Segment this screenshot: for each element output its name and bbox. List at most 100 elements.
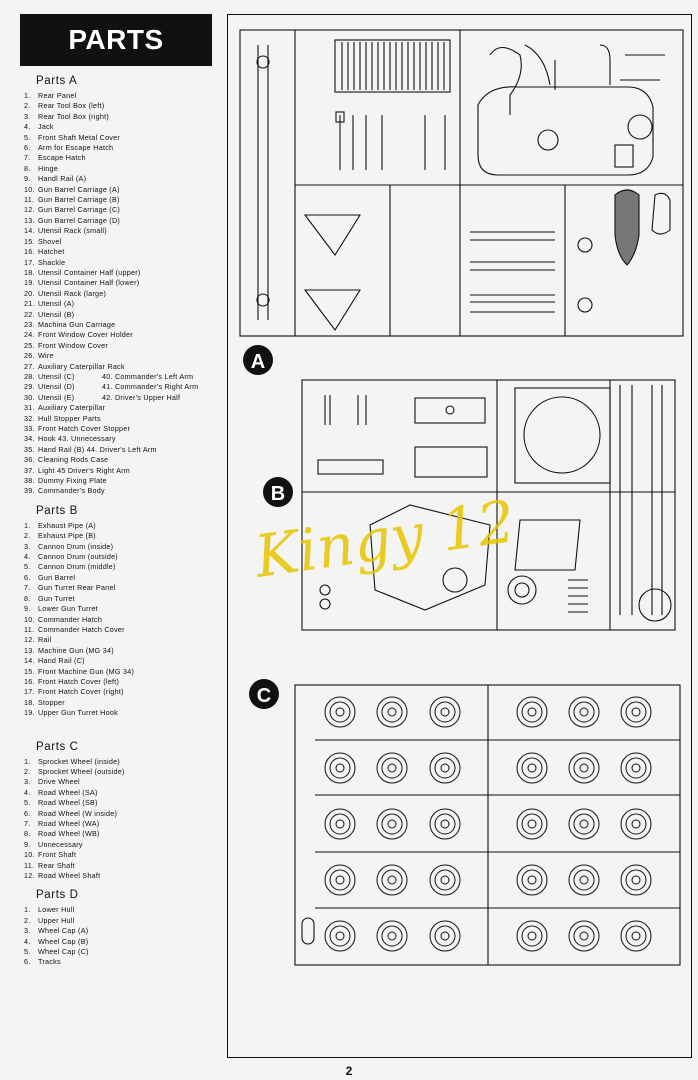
part-list-item: 32.Hull Stopper Parts [24, 414, 234, 424]
road-wheel-part [521, 757, 543, 779]
road-wheel-part [329, 701, 351, 723]
part-name: Hull Stopper Parts [38, 413, 101, 423]
part-number: 18. [24, 697, 35, 707]
road-wheel-part [620, 808, 652, 840]
road-wheel-part [579, 707, 589, 717]
part-name: Rail [38, 635, 52, 645]
road-wheel-part [573, 701, 595, 723]
part-number: 5. [24, 132, 31, 142]
part-number: 5. [24, 798, 31, 808]
part-list-item: 3.Rear Tool Box (right) [24, 112, 234, 122]
part-name: Escape Hatch [38, 153, 86, 163]
road-wheel-part [516, 752, 548, 784]
part-number: 11. [24, 624, 35, 634]
part-number: 24. [24, 330, 35, 340]
part-list-item: 17.Shackle [24, 258, 234, 268]
part-list-item: 4.Cannon Drum (outside) [24, 552, 234, 562]
part-number: 19. [24, 708, 35, 718]
part-list-item: 6.Arm for Escape Hatch [24, 143, 234, 153]
road-wheel-part [440, 707, 450, 717]
parts-title: PARTS [68, 24, 164, 55]
part-number: 1. [24, 91, 31, 100]
road-wheel-part [335, 707, 345, 717]
road-wheel-part [620, 696, 652, 728]
part-name: Utensil Container Half (upper) [38, 267, 141, 277]
road-wheel-part [568, 752, 600, 784]
road-wheel-part [324, 864, 356, 896]
part-list-item: 9.Handl Rail (A) [24, 174, 234, 184]
part-list-item: 7.Road Wheel (WA) [24, 819, 234, 829]
part-number: 31. [24, 403, 35, 413]
part-name: Road Wheel (SB) [38, 798, 98, 808]
part-name: Front Shaft [38, 850, 77, 860]
road-wheel-part [434, 813, 456, 835]
lower-turret-part [369, 504, 491, 611]
road-wheel-part [568, 920, 600, 952]
part-number: 32. [24, 413, 35, 423]
road-wheel-part [387, 707, 397, 717]
part-number: 9. [24, 174, 31, 184]
part-name: Stopper [38, 697, 65, 707]
part-number: 4. [24, 936, 31, 946]
part-list-item: 8.Hinge [24, 164, 234, 174]
road-wheel-part [376, 920, 408, 952]
svg-text:B: B [271, 483, 285, 505]
part-number: 8. [24, 163, 31, 173]
road-wheel-part [429, 920, 461, 952]
part-list-item: 39.Commander's Body [24, 486, 234, 496]
road-wheel-part [335, 931, 345, 941]
road-wheel-part [335, 819, 345, 829]
part-list-item: 4.Wheel Cap (B) [24, 937, 234, 947]
road-wheel-part [620, 920, 652, 952]
road-wheel-part [329, 925, 351, 947]
part-number: 10. [24, 184, 35, 194]
road-wheel-part [335, 875, 345, 885]
part-list-item: 1.Rear Panel [24, 91, 234, 101]
part-number: 9. [24, 839, 31, 849]
part-number: 4. [24, 787, 31, 797]
part-name: Utensil Container Half (lower) [38, 278, 140, 288]
part-name: Sprocket Wheel (outside) [38, 766, 125, 776]
road-wheel-part [521, 813, 543, 835]
part-number: 27. [24, 361, 35, 371]
part-name: Commander's Body [38, 486, 105, 496]
part-number: 11. [24, 860, 35, 870]
part-number: 17. [24, 687, 35, 697]
road-wheel-part [527, 931, 537, 941]
part-number: 28. [24, 371, 35, 381]
part-number: 3. [24, 111, 31, 121]
part-number: 38. [24, 476, 35, 486]
part-list-item: 13.Gun Barrel Carriage (D) [24, 216, 234, 226]
part-name: Wheel Cap (C) [38, 947, 89, 957]
part-list-item: 13.Machine Gun (MG 34) [24, 646, 234, 656]
part-number: 4. [24, 122, 31, 132]
part-name: Wire [38, 351, 54, 361]
part-list-item: 7.Gun Turret Rear Panel [24, 583, 234, 593]
road-wheel-part [376, 696, 408, 728]
part-number: 6. [24, 572, 31, 582]
part-list-item: 3.Wheel Cap (A) [24, 926, 234, 936]
part-number: 7. [24, 819, 31, 828]
part-name: Jack [38, 122, 54, 132]
part-number: 16. [24, 676, 35, 686]
part-name: Utensil (B) [38, 309, 75, 319]
road-wheel-part [568, 864, 600, 896]
sprue-b-badge: B [263, 477, 293, 507]
road-wheel-part [625, 701, 647, 723]
road-wheel-part [376, 808, 408, 840]
page-number: 2 [345, 1064, 353, 1078]
part-name: Road Wheel (SA) [38, 787, 98, 797]
road-wheel-part [625, 757, 647, 779]
part-list-item: 5.Cannon Drum (middle) [24, 562, 234, 572]
road-wheel-part [434, 925, 456, 947]
road-wheel-part [516, 696, 548, 728]
part-number: 30. [24, 392, 35, 402]
part-number: 6. [24, 143, 31, 153]
part-number: 7. [24, 153, 31, 163]
part-list-item: 17.Front Hatch Cover (right) [24, 687, 234, 697]
part-number: 35. [24, 444, 35, 454]
part-list-item: 9.Unnecessary [24, 840, 234, 850]
part-number: 33. [24, 424, 35, 433]
road-wheel-part [579, 931, 589, 941]
